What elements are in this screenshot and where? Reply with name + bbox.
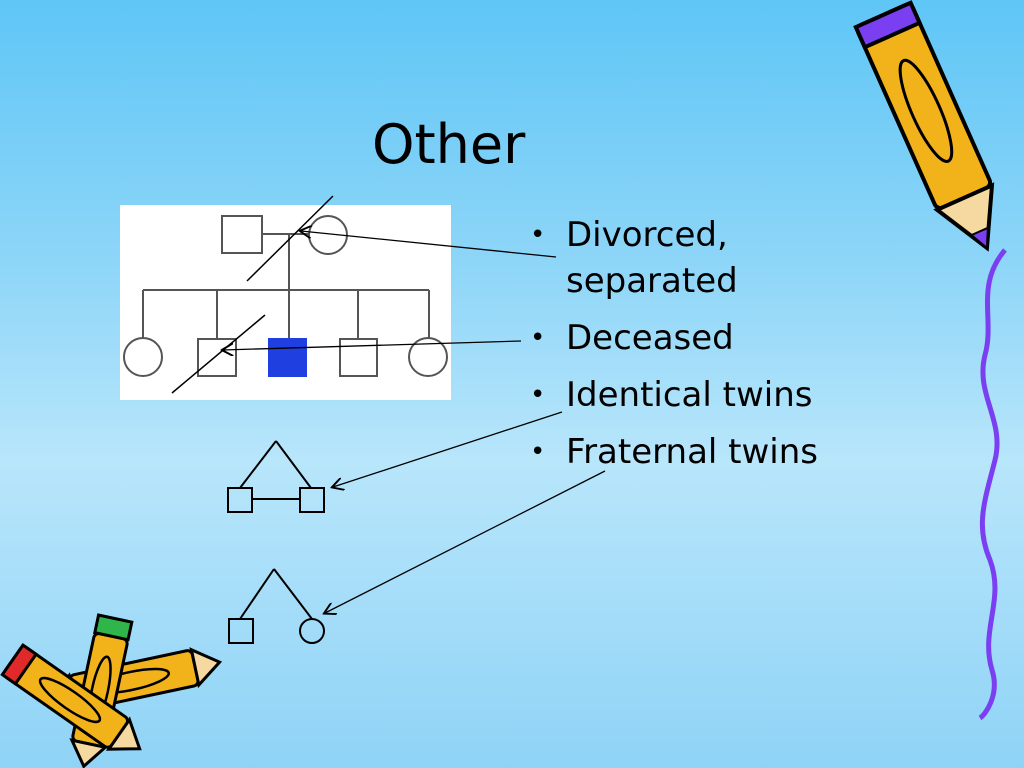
divorce-slash	[246, 195, 334, 282]
arrow-fraternal	[325, 470, 606, 613]
deceased-slash	[171, 314, 266, 394]
child-female-2	[408, 337, 448, 377]
slide-title: Other	[372, 113, 526, 176]
wavy-line	[978, 248, 1007, 721]
bullet-deceased: Deceased	[528, 315, 818, 361]
pencil-icon	[853, 0, 995, 252]
fraternal-twins-symbol	[228, 568, 325, 644]
bullet-fraternal-twins: Fraternal twins	[528, 429, 818, 475]
identical-twins-symbol	[227, 440, 325, 513]
crossed-pencils-icon	[0, 613, 223, 768]
arrow-identical	[333, 411, 563, 487]
child-male-affected	[268, 338, 307, 377]
bullet-list: Divorced, separated Deceased Identical t…	[528, 212, 818, 486]
pedigree-chart	[123, 215, 448, 377]
bullet-divorced: Divorced, separated	[528, 212, 796, 304]
arrow-deceased	[223, 340, 522, 350]
father-square	[221, 215, 263, 254]
child-female-1	[123, 337, 163, 377]
bullet-identical-twins: Identical twins	[528, 372, 818, 418]
child-male-3	[339, 338, 378, 377]
arrow-divorced	[301, 231, 557, 258]
